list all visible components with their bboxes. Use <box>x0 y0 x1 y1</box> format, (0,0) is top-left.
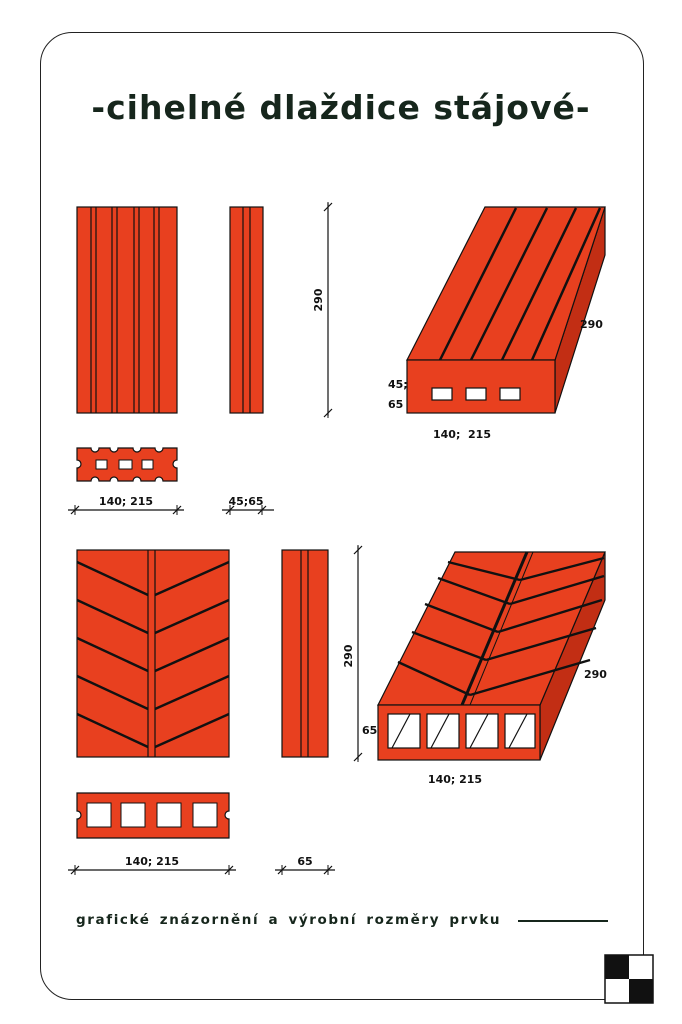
tile-1-isometric-view <box>406 206 606 414</box>
tile-1-iso-thickness-label-b: 65 <box>388 398 403 411</box>
tile-1-height-dimension: 290 <box>312 201 333 419</box>
tile-2-thickness-dimension: 65 <box>275 855 335 876</box>
tile-1-top-view <box>76 206 178 414</box>
page-title: -cihelné dlaždice stájové- <box>91 88 591 127</box>
tile-2-width-label: 140; 215 <box>125 855 179 868</box>
tile-2-height-label: 290 <box>342 644 355 667</box>
tile-1-cross-section <box>76 447 178 482</box>
checker-logo <box>604 954 654 1004</box>
tile-1-thickness-label: 45;65 <box>228 495 263 508</box>
tile-2-cross-section <box>76 792 230 839</box>
tile-2-iso-length-label: 290 <box>584 668 607 681</box>
tile-1-iso-width-label: 140; 215 <box>433 428 491 441</box>
page-frame <box>40 32 644 1000</box>
caption: grafické znázornění a výrobní rozměry pr… <box>76 912 502 928</box>
tile-2-width-dimension: 140; 215 <box>68 855 236 876</box>
caption-underline <box>518 920 608 922</box>
tile-1-width-label: 140; 215 <box>99 495 153 508</box>
tile-2-side-view <box>281 549 329 758</box>
tile-2-isometric-view <box>377 551 606 761</box>
tile-1-width-dimension: 140; 215 <box>68 495 184 516</box>
tile-1-iso-length-label: 290 <box>580 318 603 331</box>
tile-2-top-view <box>76 549 230 758</box>
tile-2-iso-width-label: 140; 215 <box>428 773 482 786</box>
tile-2-iso-thickness-label: 65 <box>362 724 377 737</box>
tile-2-height-dimension: 290 <box>342 544 363 763</box>
tile-2-thickness-label: 65 <box>297 855 312 868</box>
tile-1-side-view <box>229 206 264 414</box>
tile-1-iso-thickness-label-a: 45; <box>388 378 408 391</box>
tile-1-thickness-dimension: 45;65 <box>222 495 274 516</box>
tile-1-height-label: 290 <box>312 288 325 311</box>
